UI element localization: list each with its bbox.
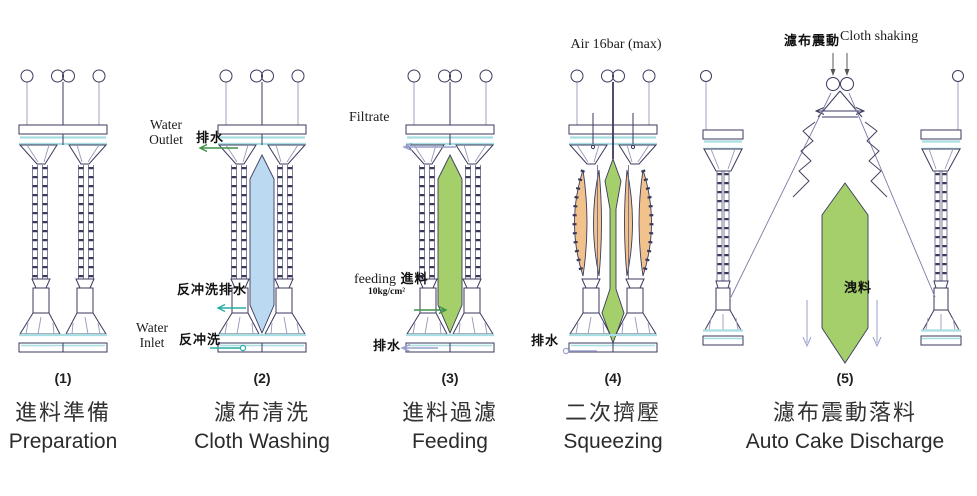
slurry-shape (437, 153, 463, 335)
cake-discharge-label: 洩料 (844, 280, 873, 295)
backwash-label: 反冲洗 (179, 332, 222, 347)
stage-title-zh: 濾布清洗 (213, 400, 310, 425)
shaker-roller-icon (840, 77, 854, 91)
right-side-press (919, 68, 966, 347)
squeeze-drain-label: 排水 (531, 333, 560, 348)
squeeze-drain-arrow (562, 347, 597, 355)
feeding-label-en: feeding (354, 272, 396, 287)
stage-number: (4) (604, 370, 622, 386)
feeding-label-zh: 進料 (400, 271, 429, 286)
squeezed-slurry-shape (601, 157, 625, 345)
shaker-frame (814, 90, 866, 118)
filter-cloth-right (848, 92, 936, 298)
stage-number: (2) (253, 370, 271, 386)
water-outlet-label: Water Outlet (149, 117, 183, 148)
stage-number: (3) (441, 370, 459, 386)
stage-number: (1) (54, 370, 72, 386)
water-outlet-arrow (198, 143, 238, 153)
press-unit-feeding (404, 68, 496, 354)
stage-title-zh: 進料準備 (14, 400, 111, 425)
filtrate-arrow (402, 142, 456, 152)
feed-drain-arrow (400, 343, 438, 353)
cake-discharge-scene (698, 53, 966, 364)
stage-title-en: Cloth Washing (194, 430, 330, 453)
wash-water-shape (249, 153, 275, 335)
cloth-shaking-label-zh: 濾布震動 (784, 33, 841, 48)
water-inlet-label: Water Inlet (136, 320, 168, 351)
vibration-zigzag-left (792, 121, 816, 198)
stage-title-en: Feeding (412, 430, 488, 453)
caption-stage-5: (5) 濾布震動落料 Auto Cake Discharge (725, 370, 965, 454)
cloth-shaking-label-en: Cloth shaking (840, 29, 919, 44)
drain-outlet-label: 排水 (196, 130, 225, 145)
caption-stage-1: (1) 進料準備 Preparation (0, 370, 183, 454)
feeding-label: feeding 進料 (354, 268, 428, 288)
feed-drain-label: 排水 (373, 338, 402, 353)
cake-drop-arrows (802, 300, 882, 348)
backwash-drain-label: 反冲洗排水 (177, 282, 248, 297)
vibration-zigzag-right (864, 121, 888, 198)
press-unit-squeezing (567, 68, 659, 354)
stage-title-en: Auto Cake Discharge (745, 430, 945, 453)
shaking-down-arrows (830, 53, 850, 76)
stage-title-en: Preparation (8, 430, 118, 453)
feeding-pressure-label: 10kg/cm² (368, 287, 406, 297)
press-unit-preparation (17, 68, 109, 354)
left-side-press (698, 68, 745, 347)
caption-stage-3: (3) 進料過濾 Feeding (330, 370, 570, 454)
stage-number: (5) (836, 370, 854, 386)
air-pressure-label: Air 16bar (max) (570, 37, 662, 52)
air-injection-ticks (590, 113, 636, 150)
press-unit-cloth-washing (216, 68, 308, 354)
caption-stage-2: (2) 濾布清洗 Cloth Washing (142, 370, 382, 454)
stage-title-en: Squeezing (563, 430, 663, 453)
filtrate-label: Filtrate (349, 110, 390, 125)
backwash-inlet-arrow (210, 344, 247, 352)
backwash-drain-arrow (216, 303, 246, 313)
stage-title-zh: 二次擠壓 (564, 400, 661, 425)
stage-title-zh: 進料過濾 (401, 400, 498, 425)
stage-title-zh: 濾布震動落料 (772, 400, 917, 425)
feeding-arrow (414, 305, 448, 315)
caption-stage-4: (4) 二次擠壓 Squeezing (493, 370, 733, 454)
filter-cloth-left (730, 92, 832, 298)
falling-cake-shape (821, 182, 869, 364)
shaker-roller-icon (826, 77, 840, 91)
